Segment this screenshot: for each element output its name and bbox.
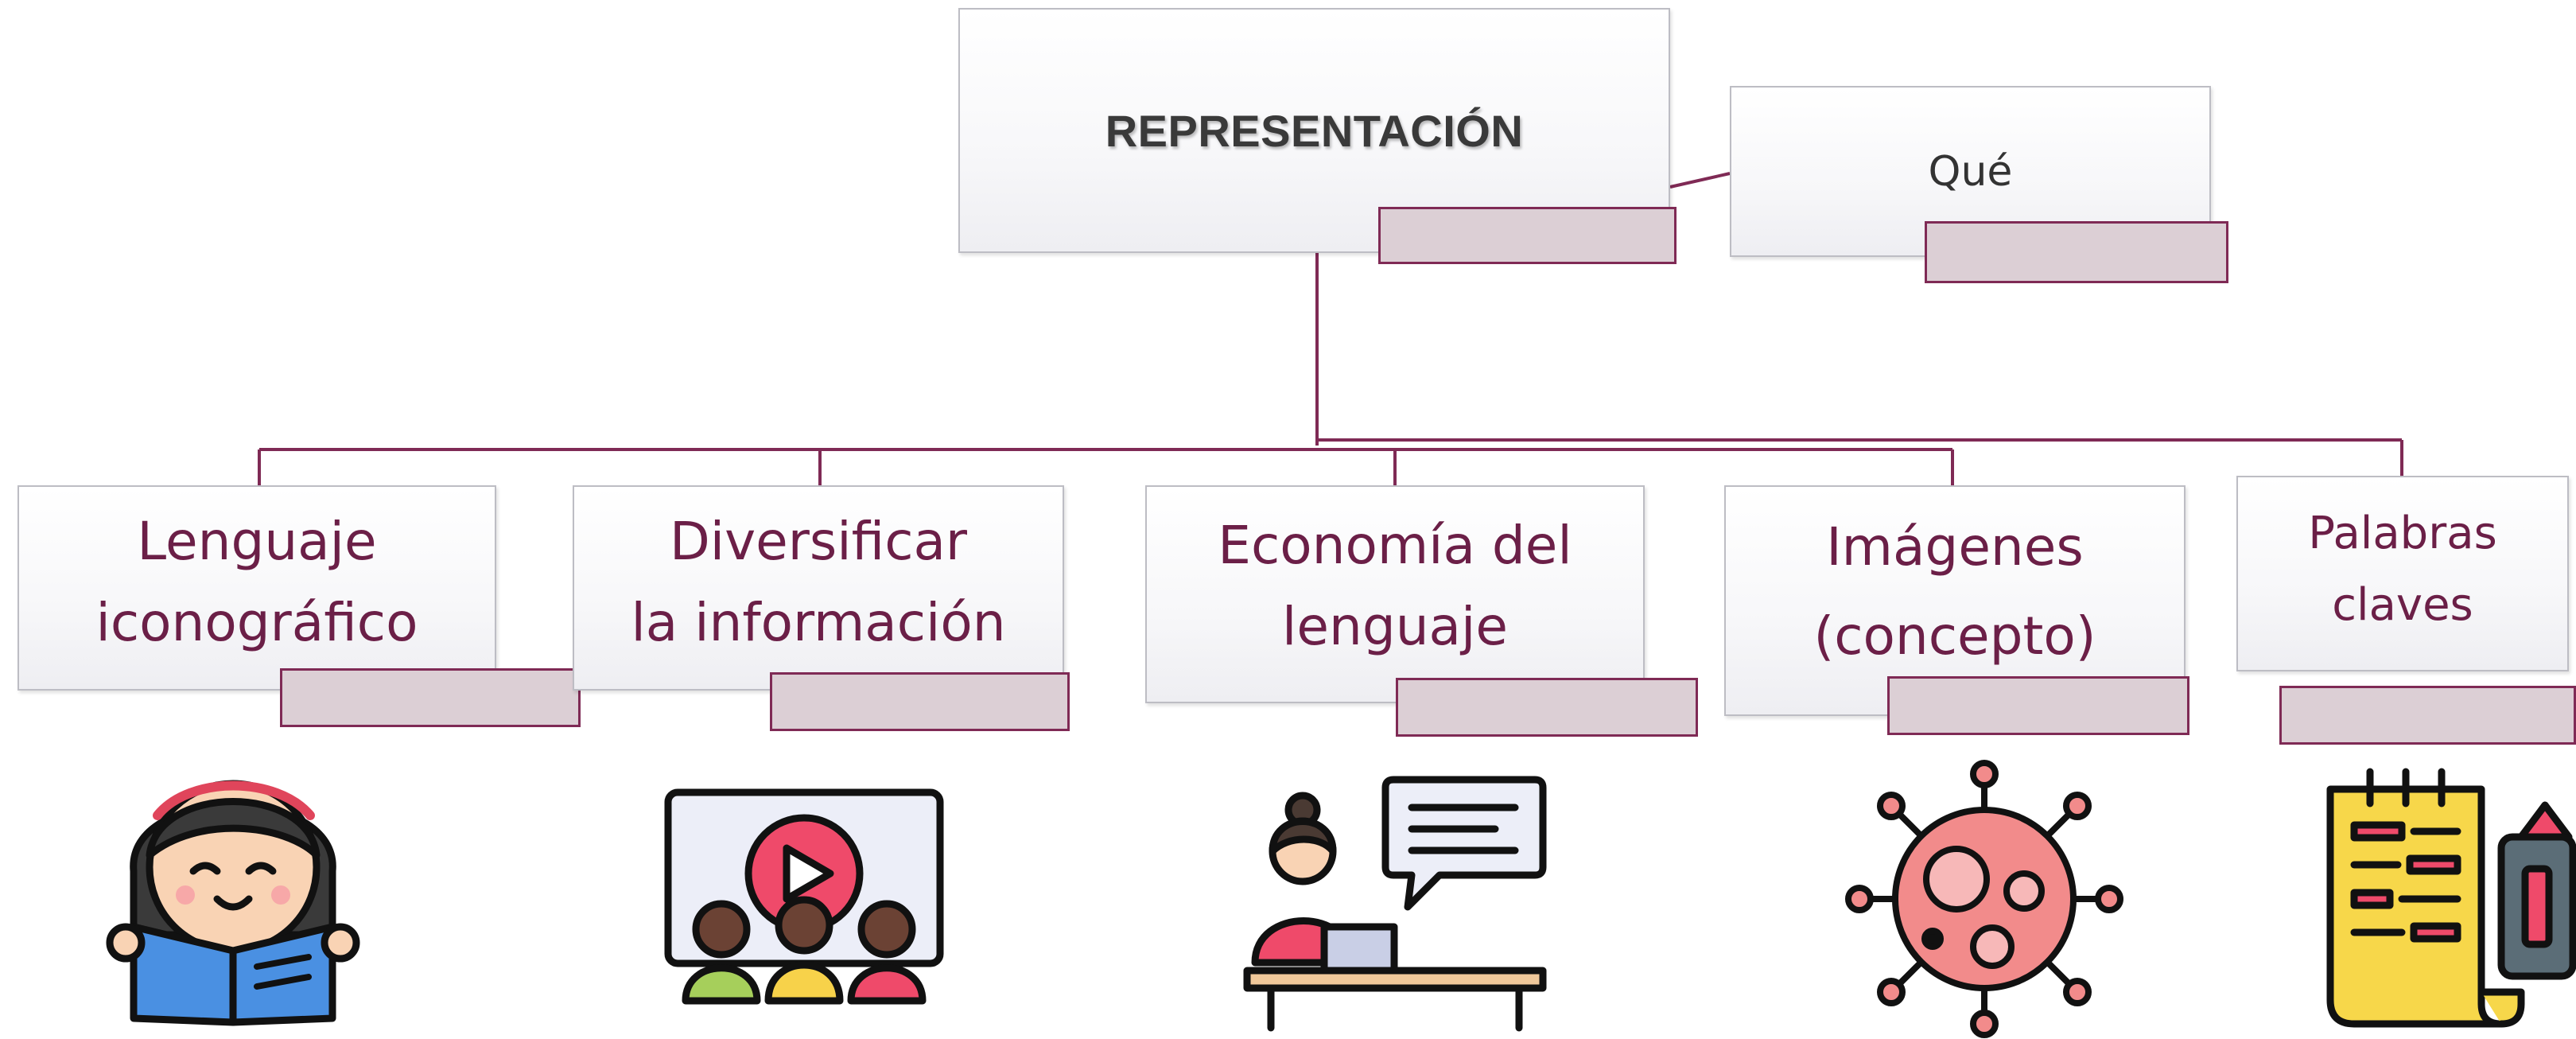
child-node-tag bbox=[1887, 676, 2189, 735]
child-node-line1: Palabras bbox=[2308, 508, 2497, 560]
root-node-title: REPRESENTACIÓN bbox=[1105, 105, 1524, 156]
child-node-line1: Economía del bbox=[1218, 514, 1572, 576]
child-node-line2: la información bbox=[631, 592, 1006, 653]
child-node-line1: Diversificar bbox=[669, 510, 968, 572]
child-node-diversificar[interactable]: Diversificar la información bbox=[573, 485, 1064, 691]
child-node-line2: claves bbox=[2332, 579, 2473, 631]
video-presentation-audience-icon bbox=[664, 788, 944, 1005]
person-laptop-speech-bubble-icon bbox=[1243, 776, 1547, 1032]
child-node-line2: lenguaje bbox=[1282, 596, 1508, 657]
child-node-line1: Imágenes bbox=[1826, 516, 2084, 578]
child-node-lenguaje-iconografico[interactable]: Lenguaje iconográfico bbox=[17, 485, 496, 691]
virus-icon bbox=[1845, 760, 2123, 1038]
side-node-label: Qué bbox=[1928, 147, 2013, 196]
child-node-tag bbox=[770, 672, 1070, 731]
child-node-line2: iconográfico bbox=[95, 592, 418, 653]
child-node-line2: (concepto) bbox=[1813, 605, 2096, 667]
child-node-tag bbox=[280, 668, 581, 727]
connector-root-to-side bbox=[1669, 172, 1731, 189]
child-node-palabras-claves[interactable]: Palabras claves bbox=[2236, 476, 2569, 671]
root-node-tag bbox=[1378, 207, 1677, 264]
side-node-tag bbox=[1925, 221, 2228, 283]
child-node-economia[interactable]: Economía del lenguaje bbox=[1145, 485, 1645, 703]
child-reading-book-icon bbox=[106, 780, 360, 1026]
child-node-tag bbox=[2279, 686, 2576, 745]
notepad-highlighter-icon bbox=[2326, 768, 2576, 1028]
child-node-line1: Lenguaje bbox=[137, 510, 377, 572]
child-node-tag bbox=[1396, 678, 1698, 737]
